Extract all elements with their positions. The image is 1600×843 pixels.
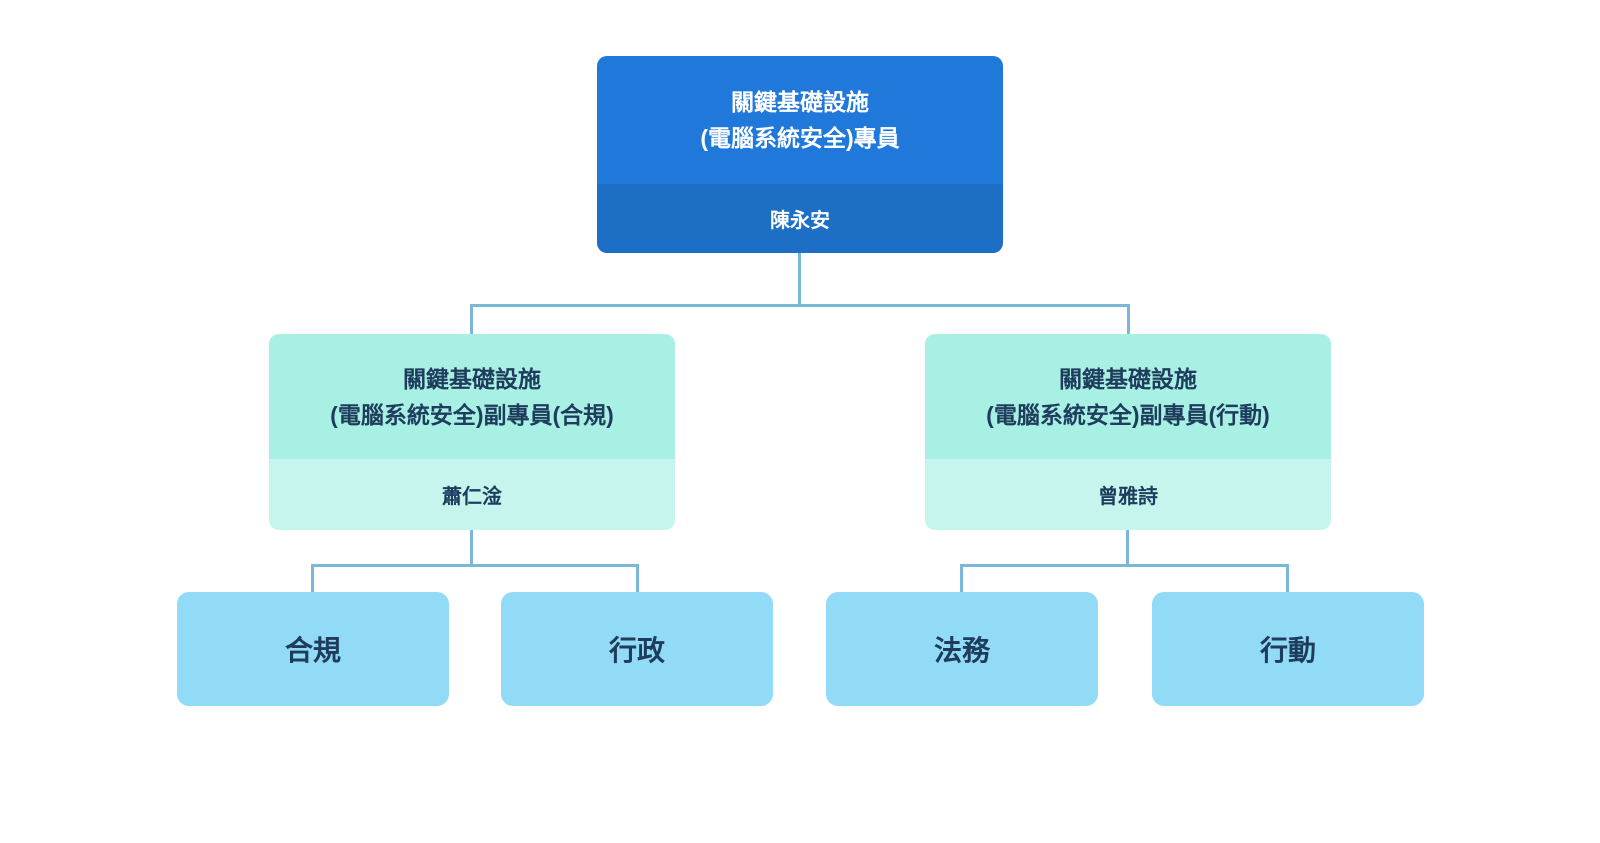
org-node-dept-admin[interactable]: 行政 bbox=[501, 592, 773, 706]
org-node-dept-legal[interactable]: 法務 bbox=[826, 592, 1098, 706]
connector-root-drop bbox=[798, 253, 801, 307]
deputy-compliance-person-name: 蕭仁淦 bbox=[269, 459, 675, 530]
dept-operations-label: 行動 bbox=[1259, 635, 1316, 666]
deputy-operations-title: 關鍵基礎設施 (電腦系統安全)副專員(行動) bbox=[925, 334, 1331, 459]
deputy-operations-title-line1: 關鍵基礎設施 bbox=[1059, 365, 1197, 392]
connector-right-deputy-drop bbox=[1126, 530, 1129, 567]
deputy-operations-title-line2: (電腦系統安全)副專員(行動) bbox=[986, 401, 1270, 428]
deputy-compliance-title-line2: (電腦系統安全)副專員(合規) bbox=[330, 401, 614, 428]
connector-left-deputy-drop bbox=[470, 530, 473, 567]
root-title-line1: 關鍵基礎設施 bbox=[731, 89, 869, 115]
connector-level1-horizontal bbox=[470, 304, 1130, 307]
connector-right-horizontal bbox=[960, 564, 1289, 567]
org-node-root[interactable]: 關鍵基礎設施 (電腦系統安全)專員 陳永安 bbox=[597, 56, 1003, 253]
org-node-dept-operations[interactable]: 行動 bbox=[1152, 592, 1424, 706]
connector-right-stub-operations bbox=[1286, 564, 1289, 592]
dept-admin-label: 行政 bbox=[608, 635, 665, 666]
connector-level1-stub-left bbox=[470, 304, 473, 334]
root-title-line2: (電腦系統安全)專員 bbox=[700, 125, 900, 151]
connector-left-horizontal bbox=[311, 564, 639, 567]
connector-left-stub-compliance bbox=[311, 564, 314, 592]
deputy-operations-person-name: 曾雅詩 bbox=[925, 459, 1331, 530]
dept-legal-label: 法務 bbox=[933, 635, 990, 666]
deputy-compliance-title: 關鍵基礎設施 (電腦系統安全)副專員(合規) bbox=[269, 334, 675, 459]
dept-compliance-label: 合規 bbox=[284, 635, 341, 666]
deputy-compliance-title-line1: 關鍵基礎設施 bbox=[403, 365, 541, 392]
org-node-dept-compliance[interactable]: 合規 bbox=[177, 592, 449, 706]
root-person-name: 陳永安 bbox=[597, 184, 1003, 253]
connector-level1-stub-right bbox=[1127, 304, 1130, 334]
connector-right-stub-legal bbox=[960, 564, 963, 592]
org-node-deputy-operations[interactable]: 關鍵基礎設施 (電腦系統安全)副專員(行動) 曾雅詩 bbox=[925, 334, 1331, 530]
org-node-deputy-compliance[interactable]: 關鍵基礎設施 (電腦系統安全)副專員(合規) 蕭仁淦 bbox=[269, 334, 675, 530]
root-title: 關鍵基礎設施 (電腦系統安全)專員 bbox=[597, 56, 1003, 184]
connector-left-stub-admin bbox=[636, 564, 639, 592]
